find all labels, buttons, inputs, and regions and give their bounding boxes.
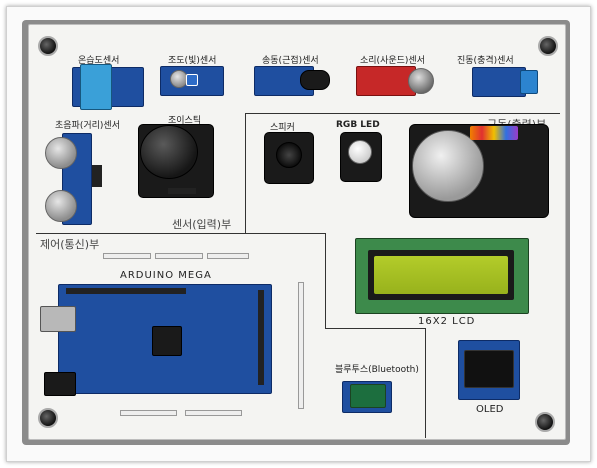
arduino-power-jack bbox=[44, 372, 76, 396]
lcd-screen bbox=[374, 256, 508, 294]
speaker-buzzer bbox=[276, 142, 302, 168]
divider-line bbox=[425, 328, 426, 438]
light-sensor-potentiometer bbox=[186, 74, 198, 86]
bluetooth-chip-board bbox=[350, 384, 386, 408]
oled-screen bbox=[464, 350, 514, 388]
arduino-header-pins bbox=[258, 290, 264, 385]
label-sound-sensor: 소리(사운드)센서 bbox=[360, 56, 425, 66]
stepper-motor-wires bbox=[470, 126, 518, 140]
corner-screw bbox=[535, 412, 555, 432]
label-bluetooth: 블루투스(Bluetooth) bbox=[335, 365, 419, 375]
joystick-header-pins bbox=[168, 188, 196, 194]
label-joystick: 조이스틱 bbox=[168, 116, 202, 126]
header-socket-row bbox=[120, 410, 177, 416]
header-socket-row bbox=[103, 253, 151, 259]
divider-line bbox=[245, 113, 246, 233]
section-label-sensor-input: 센서(입력)부 bbox=[172, 218, 232, 231]
arduino-usb-port bbox=[40, 306, 76, 332]
arduino-microcontroller-chip bbox=[152, 326, 182, 356]
divider-line bbox=[245, 113, 560, 114]
header-socket-row bbox=[207, 253, 249, 259]
label-speaker: 스피커 bbox=[270, 123, 295, 133]
vibration-sensor-module bbox=[472, 67, 526, 97]
divider-line bbox=[36, 233, 326, 234]
ultrasonic-header-pins bbox=[92, 165, 102, 187]
sound-sensor-module bbox=[356, 66, 416, 96]
label-lcd: 16X2 LCD bbox=[418, 316, 476, 327]
label-proximity-sensor: 송동(근접)센서 bbox=[262, 56, 319, 66]
joystick-knob bbox=[140, 125, 198, 179]
temp-humidity-sensor-body bbox=[80, 64, 112, 110]
vibration-sensor-element bbox=[520, 70, 538, 94]
proximity-sensor-head bbox=[300, 70, 330, 90]
header-socket-row bbox=[185, 410, 242, 416]
header-socket-row bbox=[155, 253, 203, 259]
label-vibration-sensor: 진동(충격)센서 bbox=[457, 56, 514, 66]
label-rgb-led: RGB LED bbox=[336, 120, 380, 130]
corner-screw bbox=[538, 36, 558, 56]
rgb-led-bulb bbox=[348, 140, 372, 164]
divider-line bbox=[325, 328, 425, 329]
label-light-sensor: 조도(빛)센서 bbox=[168, 56, 217, 66]
corner-screw bbox=[38, 36, 58, 56]
label-arduino-mega: ARDUINO MEGA bbox=[120, 270, 212, 281]
label-ultrasonic-sensor: 초음파(거리)센서 bbox=[55, 121, 120, 131]
ultrasonic-transducer bbox=[45, 190, 77, 222]
sound-sensor-microphone bbox=[408, 68, 434, 94]
stepper-motor bbox=[412, 130, 484, 202]
arduino-header-pins bbox=[66, 288, 186, 294]
divider-line bbox=[325, 233, 326, 328]
label-oled: OLED bbox=[476, 404, 504, 415]
ultrasonic-transducer bbox=[45, 137, 77, 169]
section-label-control-comm: 제어(통신)부 bbox=[40, 238, 100, 251]
corner-screw bbox=[38, 408, 58, 428]
header-socket-column bbox=[298, 282, 304, 409]
label-temp-humidity: 온습도센서 bbox=[78, 56, 120, 66]
